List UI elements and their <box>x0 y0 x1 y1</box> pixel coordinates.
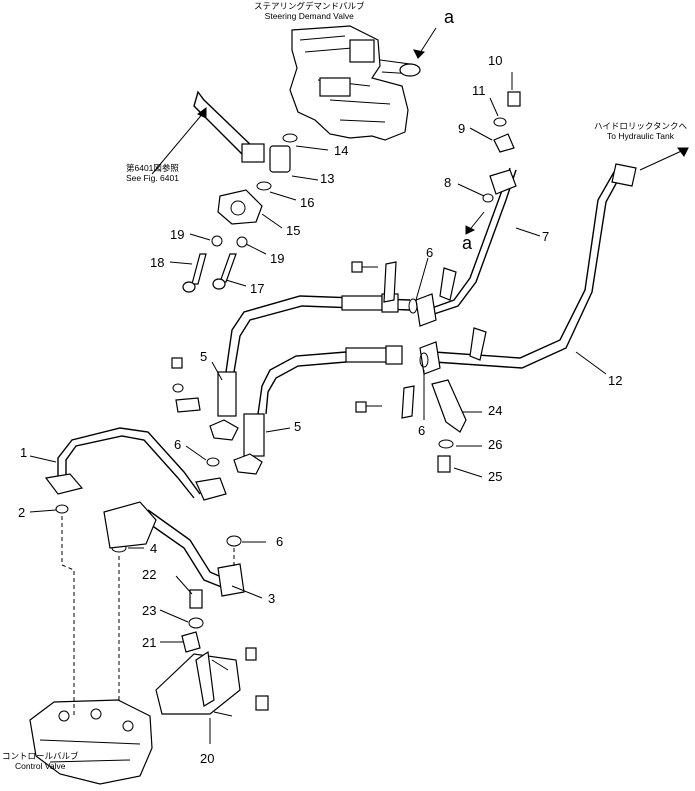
callout-26: 26 <box>488 437 503 452</box>
fitting-assembly <box>182 90 298 293</box>
callout-24: 24 <box>488 403 503 418</box>
callout-6-mid: 6 <box>174 437 182 452</box>
callout-5-upper: 5 <box>200 349 208 364</box>
tube-12 <box>419 147 689 375</box>
callout-7: 7 <box>542 229 550 244</box>
hydraulic-tank-caption-jp: ハイドロリックタンクへ <box>594 121 687 131</box>
steering-valve-caption-jp: ステアリングデマンドバルブ <box>254 1 365 11</box>
control-valve-caption-jp: コントロールバルブ <box>2 751 79 761</box>
callout-6-right: 6 <box>418 423 426 438</box>
callout-13: 13 <box>320 171 335 186</box>
hose-clamps <box>171 261 487 419</box>
callout-10: 10 <box>488 53 503 68</box>
leader-lines <box>29 27 607 744</box>
callout-4: 4 <box>150 541 158 556</box>
see-fig-caption-jp: 第6401図参照 <box>126 163 179 173</box>
callout-2: 2 <box>18 505 26 520</box>
callout-19-left: 19 <box>170 227 185 242</box>
callout-16: 16 <box>300 195 315 210</box>
callout-18: 18 <box>150 255 165 270</box>
callout-22: 22 <box>142 567 157 582</box>
bracket-24-assembly <box>431 379 467 473</box>
callout-1: 1 <box>20 445 28 460</box>
hose-5-upper <box>209 293 411 441</box>
callout-6-low: 6 <box>276 534 284 549</box>
marker-a-mid: a <box>462 233 473 253</box>
callout-25: 25 <box>488 469 503 484</box>
callout-21: 21 <box>142 635 157 650</box>
callout-20: 20 <box>200 751 215 766</box>
callout-23: 23 <box>142 603 157 618</box>
callout-12: 12 <box>608 373 623 388</box>
hose-5-lower <box>233 345 403 475</box>
callout-15: 15 <box>286 223 301 238</box>
hydraulic-tank-caption: ハイドロリックタンクへ To Hydraulic Tank <box>594 121 687 142</box>
tube-1 <box>44 427 227 501</box>
callout-6-top: 6 <box>426 245 434 260</box>
callout-11: 11 <box>472 83 486 98</box>
marker-a-top: a <box>444 7 455 27</box>
see-fig-caption-en: See Fig. 6401 <box>126 172 179 183</box>
control-valve-caption: コントロールバルブ Control Valve <box>2 751 79 772</box>
bracket-20-assembly <box>155 589 269 715</box>
control-valve <box>29 699 153 785</box>
see-fig-caption: 第6401図参照 See Fig. 6401 <box>126 163 179 184</box>
callout-8: 8 <box>444 175 452 190</box>
callout-14: 14 <box>334 143 349 158</box>
callout-9: 9 <box>458 121 466 136</box>
control-valve-caption-en: Control Valve <box>15 760 66 771</box>
steering-valve-caption-en: Steering Demand Valve <box>264 10 354 21</box>
tube-7-assembly <box>415 91 521 327</box>
callout-17: 17 <box>250 281 265 296</box>
tube-3 <box>103 501 245 597</box>
steering-valve-caption: ステアリングデマンドバルブ Steering Demand Valve <box>254 1 365 22</box>
hydraulic-tank-caption-en: To Hydraulic Tank <box>607 130 674 141</box>
callout-5-lower: 5 <box>294 419 302 434</box>
callout-3: 3 <box>268 591 276 606</box>
callout-19-right: 19 <box>270 251 285 266</box>
steering-demand-valve <box>289 25 421 141</box>
